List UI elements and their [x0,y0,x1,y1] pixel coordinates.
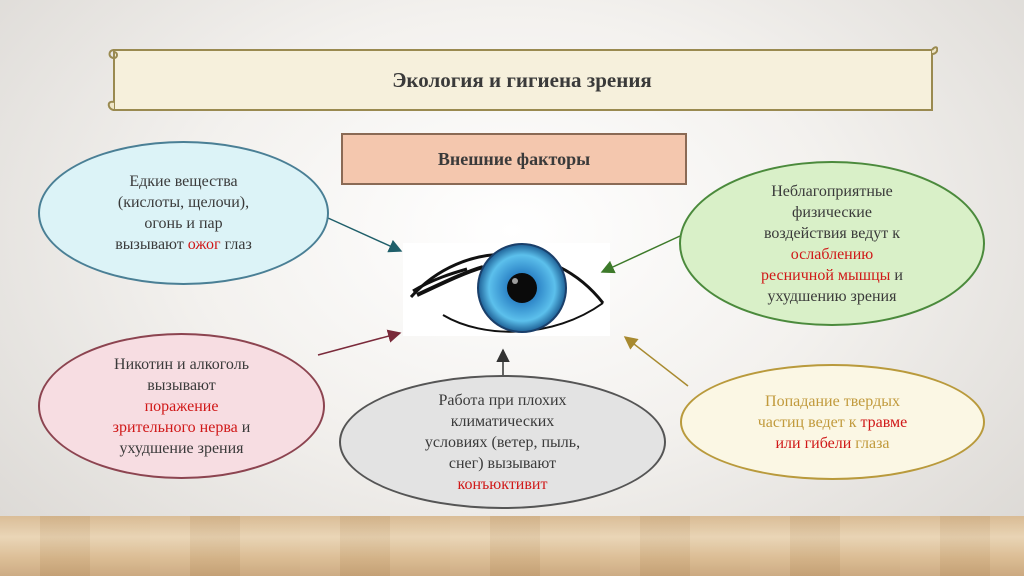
physical-post: и [890,266,903,284]
arrow-chemicals [327,217,403,253]
page-title: Экология и гигиена зрения [392,67,652,92]
chemicals-line-2: (кислоты, щелочи), [117,194,250,211]
nicotine-highlight-2: зрительного нерва [112,418,238,436]
factor-chemicals: Едкие вещества (кислоты, щелочи), огонь … [38,141,329,285]
external-factors-label: Внешние факторы [341,133,687,185]
factor-nicotine-text: Никотин и алкоголь вызывают поражение зр… [72,354,292,459]
climate-line-3: условиях (ветер, пыль, [424,433,581,451]
nicotine-line-1: Никотин и алкоголь [114,355,249,373]
particles-line-1: Попадание твердых [765,392,900,410]
factor-physical-text: Неблагоприятные физические воздействия в… [717,181,947,307]
particles-post: глаза [851,434,890,452]
particles-line-2: частиц ведет к [757,413,861,431]
chemicals-pre: вызывают [115,236,188,253]
chemicals-highlight: ожог [187,236,221,253]
factor-physical: Неблагоприятные физические воздействия в… [679,161,985,326]
climate-line-4: снег) вызывают [448,454,557,472]
physical-line-2: физические [792,203,872,221]
climate-line-2: климатических [450,412,555,430]
nicotine-post: и [237,418,251,436]
chemicals-line-1: Едкие вещества [129,173,238,190]
physical-line-3: воздействия ведут к [763,224,901,242]
eye-icon [409,243,605,333]
factor-climate: Работа при плохих климатических условиях… [339,375,666,509]
physical-line-1: Неблагоприятные [771,182,893,200]
physical-line-end: ухудшению зрения [767,287,897,305]
physical-highlight-1: ослаблению [790,245,874,263]
arrow-nicotine [317,329,402,356]
factor-particles: Попадание твердых частиц ведет к травме … [680,364,985,480]
chemicals-post: глаз [220,236,252,253]
title-scroll-banner: Экология и гигиена зрения [106,44,938,116]
scroll-shape [107,46,938,111]
wooden-floor [0,516,1024,576]
nicotine-line-2: вызывают [147,376,216,394]
factor-particles-text: Попадание твердых частиц ведет к травме … [723,391,943,454]
nicotine-highlight-1: поражение [144,397,219,415]
climate-highlight: конъюктивит [457,475,548,493]
physical-highlight-2: ресничной мышцы [761,266,891,284]
factor-climate-text: Работа при плохих климатических условиях… [383,390,623,495]
particles-highlight-1: травме [860,413,908,431]
arrow-particles [623,336,689,387]
eye-illustration [403,243,610,336]
climate-line-1: Работа при плохих [438,391,567,409]
factor-nicotine: Никотин и алкоголь вызывают поражение зр… [38,333,325,479]
particles-highlight-2: или гибели [775,434,852,452]
factor-chemicals-text: Едкие вещества (кислоты, щелочи), огонь … [74,171,294,255]
nicotine-line-end: ухудшение зрения [119,439,244,457]
arrow-physical [600,235,681,274]
chemicals-line-3: огонь и пар [144,215,223,232]
